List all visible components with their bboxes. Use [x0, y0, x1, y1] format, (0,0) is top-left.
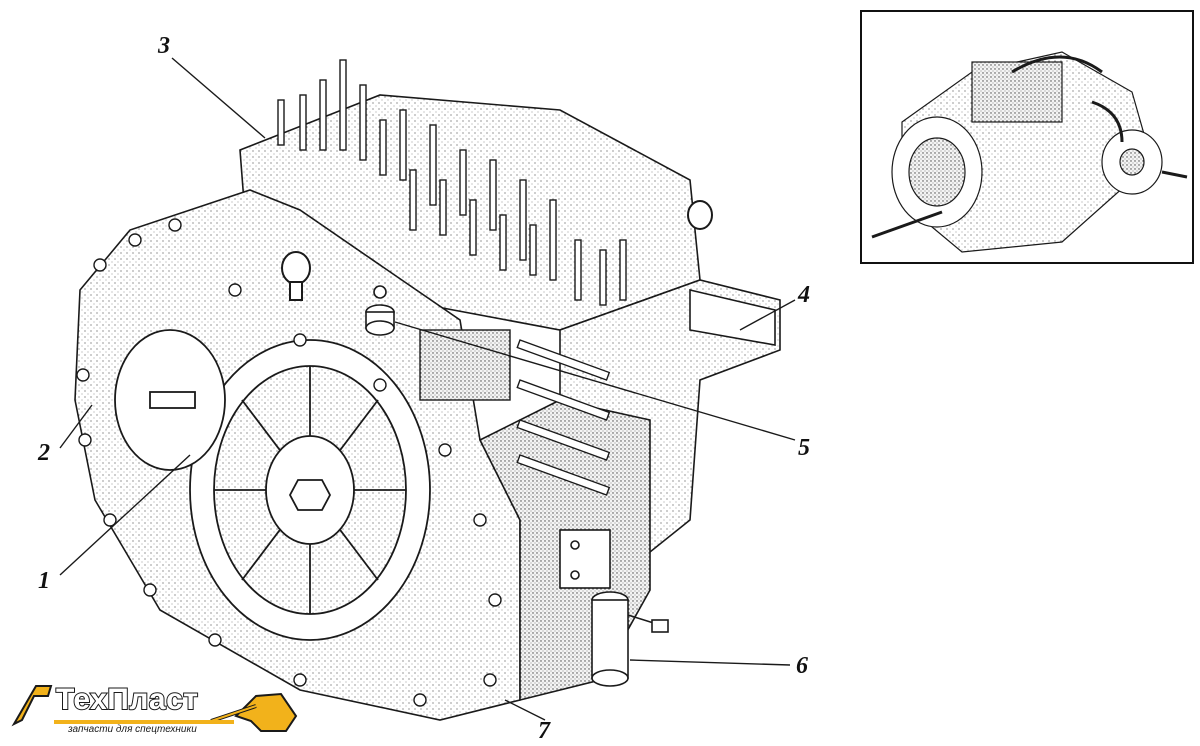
techplast-logo: ТехПласт запчасти для спецтехники	[6, 676, 306, 742]
callout-2: 2	[37, 440, 50, 466]
leader-7	[504, 699, 546, 721]
leader-lines	[59, 57, 796, 721]
pressure-sensor	[591, 591, 669, 687]
leader-3	[171, 57, 266, 139]
breather-cap	[365, 285, 395, 336]
mounting-bracket	[689, 288, 776, 346]
lifting-eye	[281, 251, 311, 301]
leader-5	[394, 321, 796, 441]
leader-4	[739, 299, 796, 331]
leader-1	[59, 454, 191, 576]
callout-7: 7	[538, 718, 551, 744]
input-cover	[114, 329, 226, 471]
callout-4: 4	[797, 282, 810, 308]
stud-bolts	[277, 59, 627, 306]
callout-3: 3	[157, 33, 170, 59]
connector-box	[559, 529, 611, 589]
leader-2	[59, 404, 93, 449]
valve-rods	[419, 329, 611, 496]
leader-6	[629, 659, 791, 666]
excavator-arm-icon	[11, 685, 298, 732]
inset-drawing	[871, 51, 1188, 253]
callout-1: 1	[38, 568, 50, 594]
logo-title: ТехПласт	[55, 682, 199, 717]
housing-bolts	[76, 218, 502, 707]
logo-tagline: запчасти для спецтехники	[68, 724, 197, 735]
output-flange	[189, 339, 431, 641]
lifting-eye-rear	[687, 200, 713, 230]
callout-5: 5	[798, 435, 810, 461]
inset-overview	[860, 10, 1194, 264]
callout-6: 6	[796, 653, 808, 679]
